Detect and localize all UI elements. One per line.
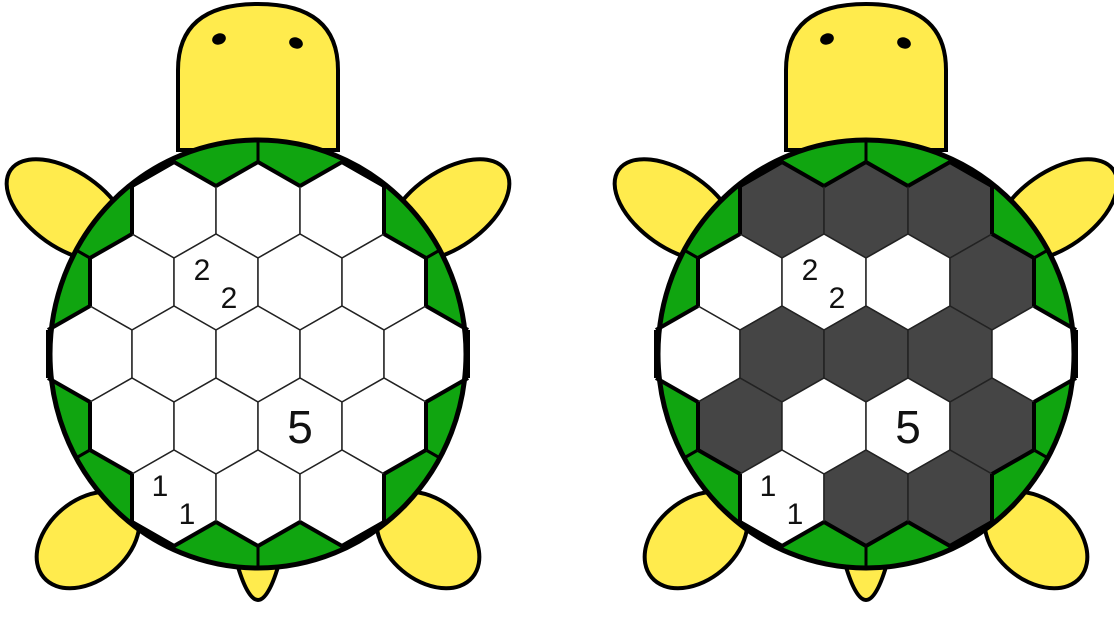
clue-upper: 2: [194, 254, 211, 287]
clue-lower: 2: [221, 282, 238, 315]
clue-number: 5: [895, 401, 921, 453]
clue-upper: 1: [152, 470, 169, 503]
clue-lower: 2: [829, 282, 846, 315]
clue-lower: 1: [787, 498, 804, 531]
clue-number: 5: [287, 401, 313, 453]
clue-upper: 2: [802, 254, 819, 287]
head: [786, 4, 946, 150]
solution-turtle: 22 5 11: [572, 4, 1114, 618]
clue-lower: 1: [179, 498, 196, 531]
head: [178, 4, 338, 150]
clue-upper: 1: [760, 470, 777, 503]
puzzle-turtle: 22 5 11: [0, 4, 552, 618]
